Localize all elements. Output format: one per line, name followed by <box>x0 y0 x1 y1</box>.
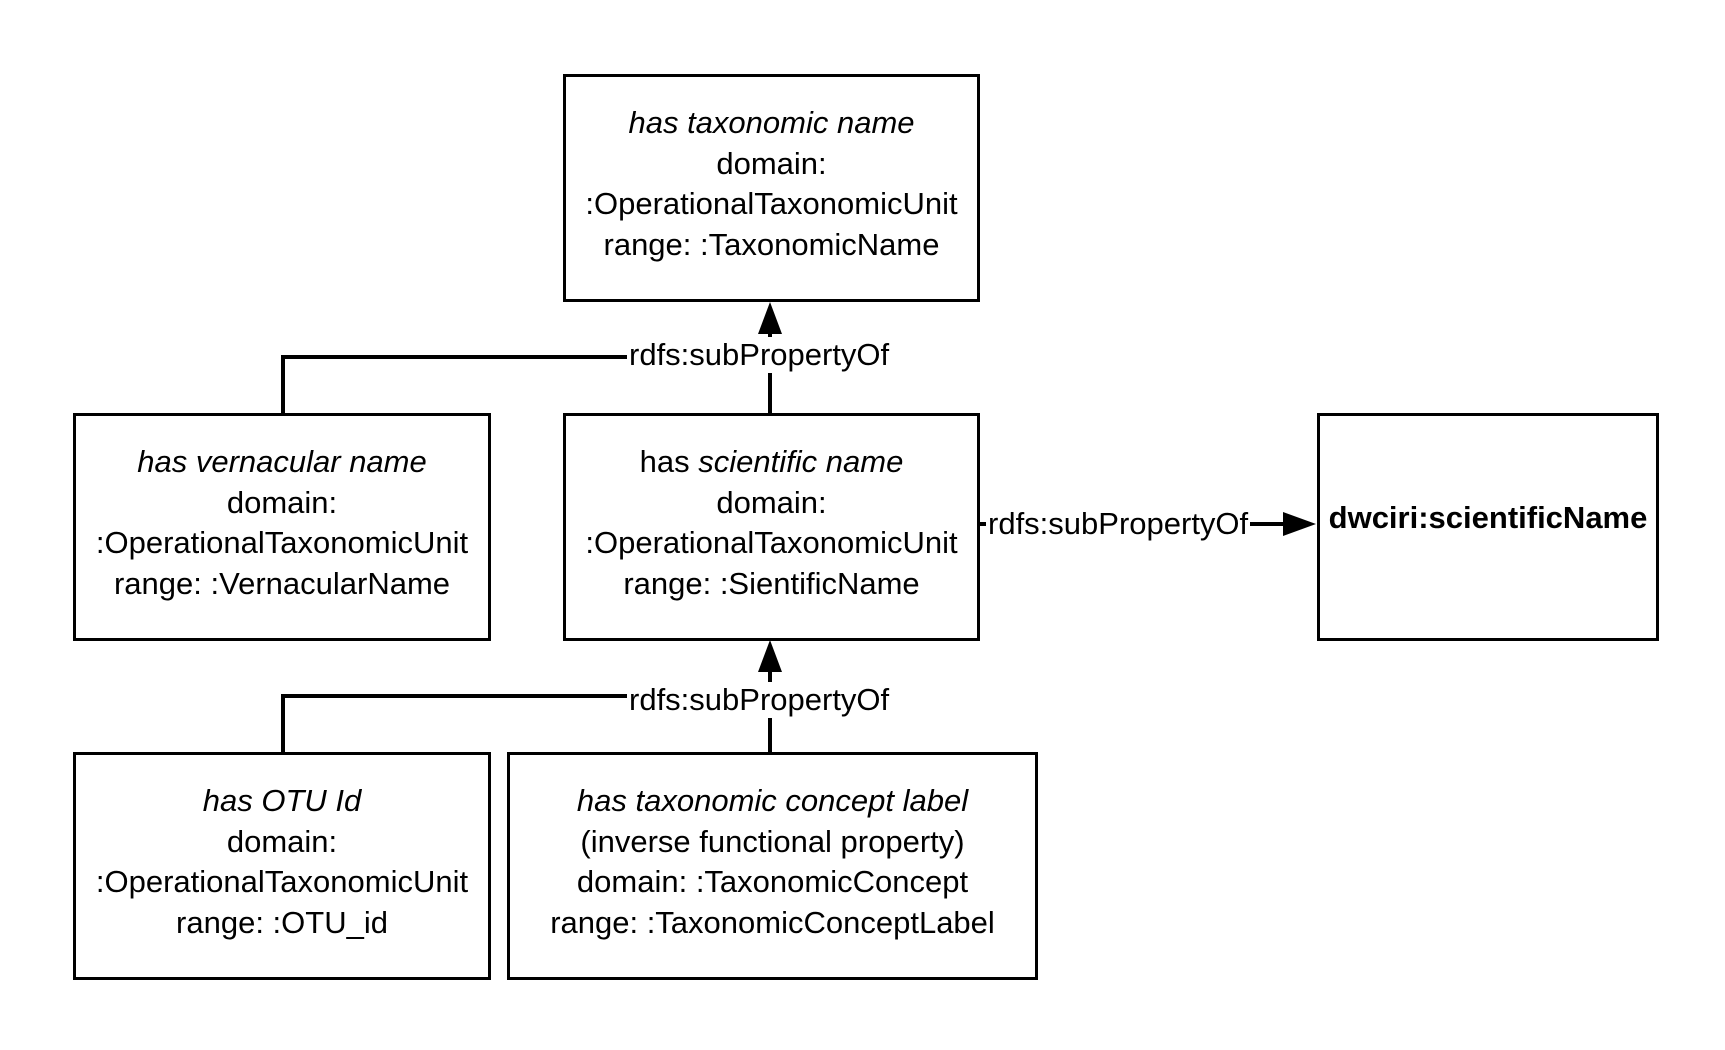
node-domain-label: domain: <box>226 823 338 859</box>
arrowhead-to-dwciri <box>1283 512 1316 536</box>
node-range: range: :TaxonomicName <box>603 226 940 262</box>
node-dwciri-scientific-name: dwciri:scientificName <box>1317 413 1659 641</box>
node-range: range: :SientificName <box>623 565 920 601</box>
node-title: has taxonomic concept label <box>576 783 969 818</box>
node-title: has taxonomic name <box>628 105 915 140</box>
node-title: has OTU Id <box>202 783 362 818</box>
node-has-otu-id: has OTU Id domain: :OperationalTaxonomic… <box>73 752 491 980</box>
node-range: range: :TaxonomicConceptLabel <box>550 904 995 940</box>
node-range: range: :VernacularName <box>113 565 451 601</box>
node-has-taxonomic-name: has taxonomic name domain: :OperationalT… <box>563 74 980 302</box>
edge-label-upper-subproperty: rdfs:subPropertyOf <box>627 337 892 373</box>
node-label: dwciri:scientificName <box>1328 500 1648 535</box>
node-title-italic: scientific name <box>698 444 904 479</box>
node-domain-value: :OperationalTaxonomicUnit <box>95 864 469 899</box>
node-title: has vernacular name <box>137 444 427 479</box>
arrowhead-to-scientific-name <box>758 640 782 672</box>
node-note: (inverse functional property) <box>580 823 965 859</box>
node-title: has scientific name <box>640 442 904 483</box>
node-has-scientific-name: has scientific name domain: :Operational… <box>563 413 980 641</box>
edge-label-lower-subproperty: rdfs:subPropertyOf <box>627 682 892 718</box>
node-domain-label: domain: <box>226 484 338 520</box>
edge-label-right-subproperty: rdfs:subPropertyOf <box>986 506 1251 542</box>
node-domain-value: :OperationalTaxonomicUnit <box>95 525 469 560</box>
arrowhead-to-taxonomic-name <box>758 302 782 334</box>
node-domain: domain: :TaxonomicConcept <box>576 864 969 899</box>
node-domain-label: domain: <box>716 145 827 181</box>
node-range: range: :OTU_id <box>176 904 388 940</box>
node-domain-value: :OperationalTaxonomicUnit <box>585 186 958 221</box>
node-has-vernacular-name: has vernacular name domain: :Operational… <box>73 413 491 641</box>
node-domain-label: domain: <box>716 484 827 520</box>
node-title-plain: has <box>639 444 699 479</box>
node-has-taxonomic-concept-label: has taxonomic concept label (inverse fun… <box>507 752 1038 980</box>
node-domain-value: :OperationalTaxonomicUnit <box>585 525 958 560</box>
